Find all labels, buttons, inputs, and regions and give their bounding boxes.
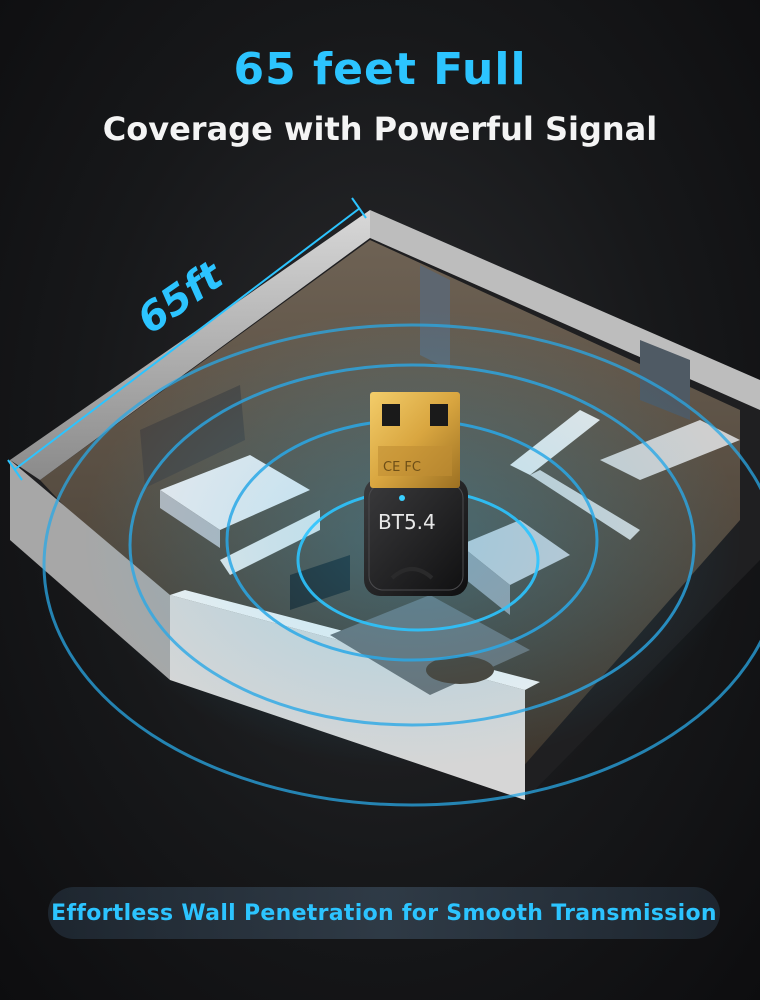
subheadline: Coverage with Powerful Signal — [102, 110, 658, 148]
model-label: BT5.4 — [378, 510, 436, 534]
headline: 65 feet Full — [233, 44, 527, 95]
signal-ring-outer — [42, 323, 760, 807]
usb-grip — [390, 567, 434, 580]
dimension-arrow-icon — [7, 197, 367, 481]
cert-marks: CE FC — [383, 460, 421, 475]
feature-banner: Effortless Wall Penetration for Smooth T… — [48, 887, 720, 939]
status-led — [399, 495, 405, 501]
usb-dongle-icon: CE FC BT5.4 — [364, 392, 468, 596]
usb-body — [364, 478, 468, 596]
signal-ring-middle — [128, 363, 696, 727]
feature-banner-text: Effortless Wall Penetration for Smooth T… — [51, 900, 717, 926]
back-wall-left — [10, 210, 370, 480]
